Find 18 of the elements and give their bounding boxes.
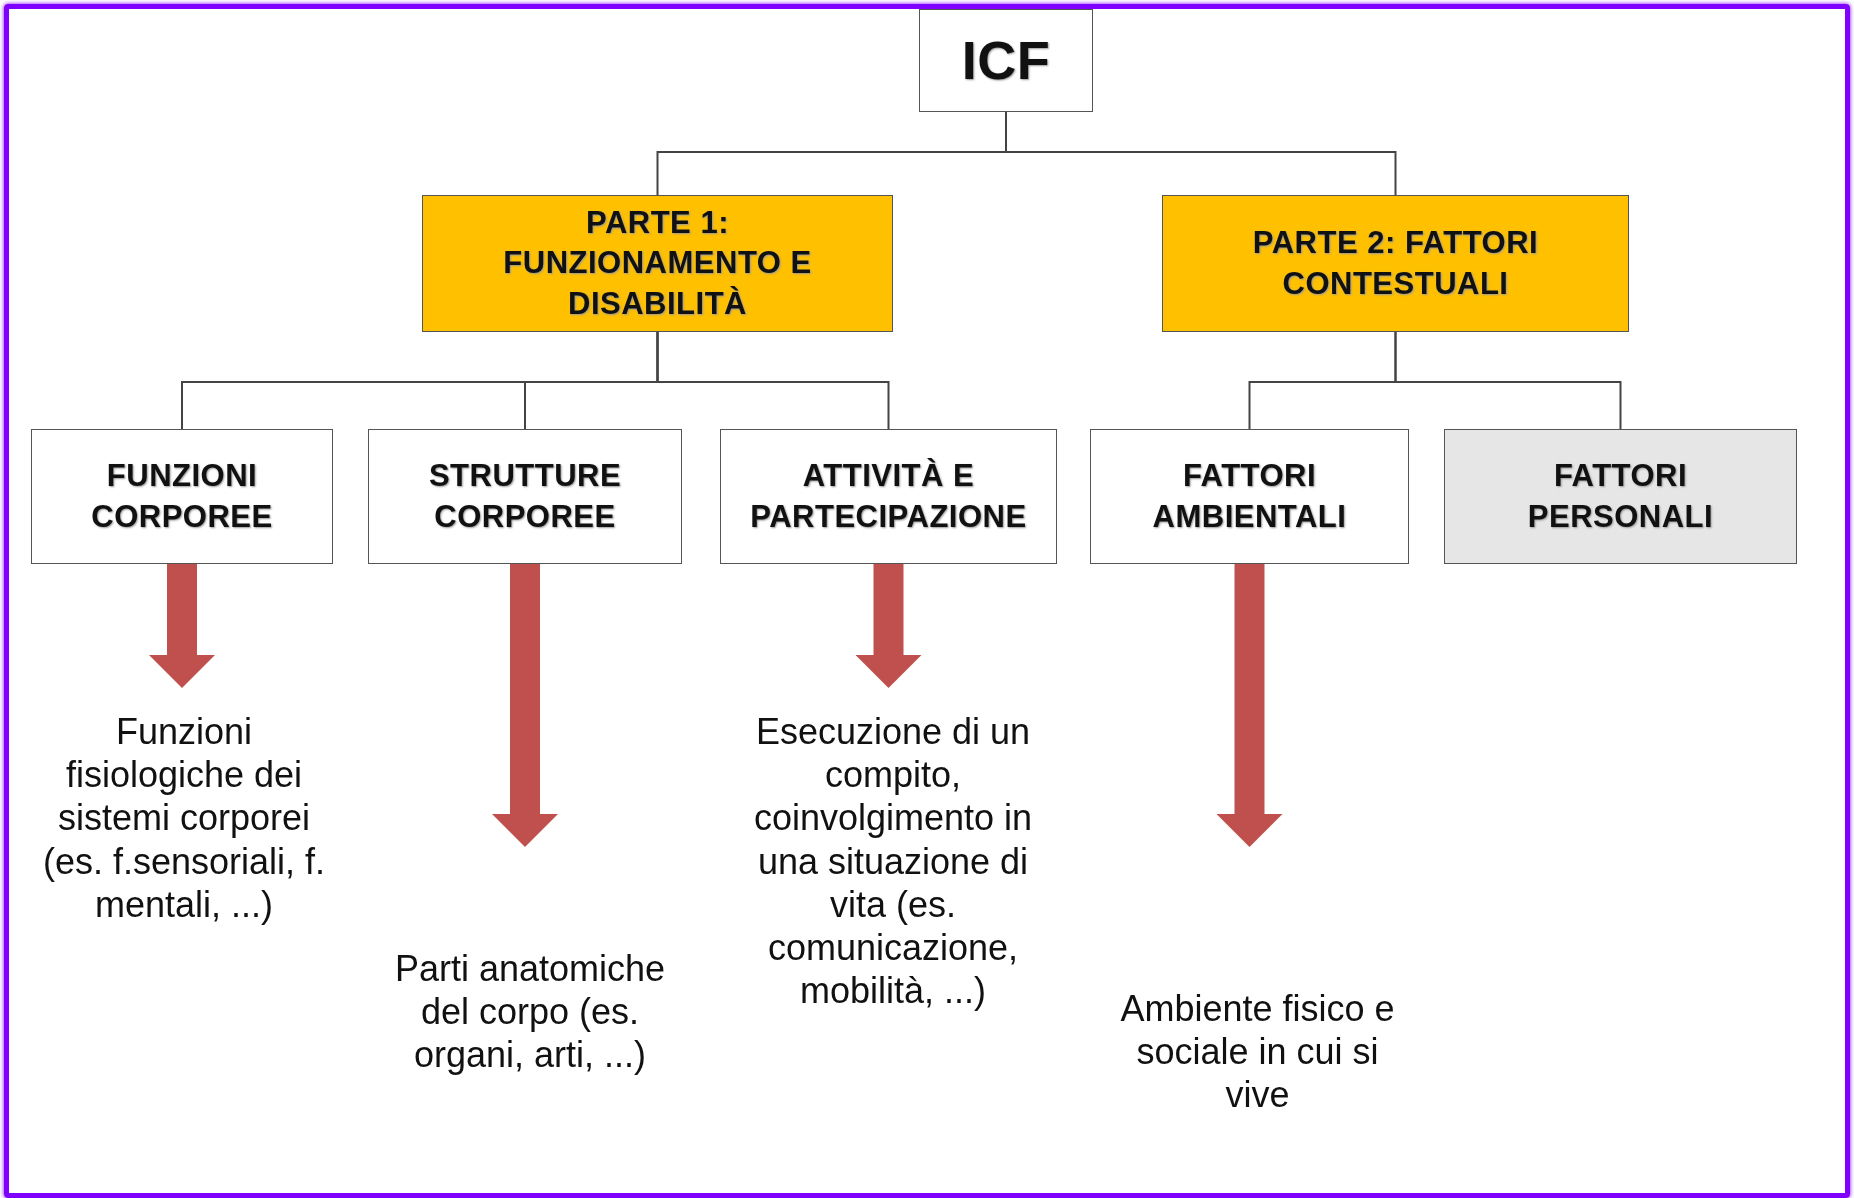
category-box: PARTE 1: FUNZIONAMENTO E DISABILITÀ bbox=[422, 195, 893, 332]
block-arrow bbox=[149, 564, 215, 688]
description-text: Ambiente fisico e sociale in cui si vive bbox=[1119, 987, 1396, 1117]
component-box: STRUTTURE CORPOREE bbox=[368, 429, 682, 564]
component-box: FUNZIONI CORPOREE bbox=[31, 429, 333, 564]
block-arrow bbox=[1216, 564, 1283, 847]
description-text: Parti anatomiche del corpo (es. organi, arti, ...) bbox=[393, 947, 667, 1077]
component-box: FATTORI PERSONALI bbox=[1444, 429, 1797, 564]
block-arrow bbox=[492, 564, 558, 847]
description-text: Funzioni fisiologiche dei sistemi corporei (es. f.sensoriali, f. mentali, ...) bbox=[41, 710, 327, 926]
block-arrow bbox=[855, 564, 922, 688]
connector-line bbox=[656, 331, 890, 430]
connector-line bbox=[1394, 331, 1622, 430]
component-box: ATTIVITÀ E PARTECIPAZIONE bbox=[720, 429, 1057, 564]
description-text: Esecuzione di un compito, coinvolgimento in una situazione di vita (es. comunicazione, mobilità, ...) bbox=[752, 710, 1034, 1013]
title-box: ICF bbox=[919, 9, 1093, 112]
component-box: FATTORI AMBIENTALI bbox=[1090, 429, 1409, 564]
category-box: PARTE 2: FATTORI CONTESTUALI bbox=[1162, 195, 1629, 332]
